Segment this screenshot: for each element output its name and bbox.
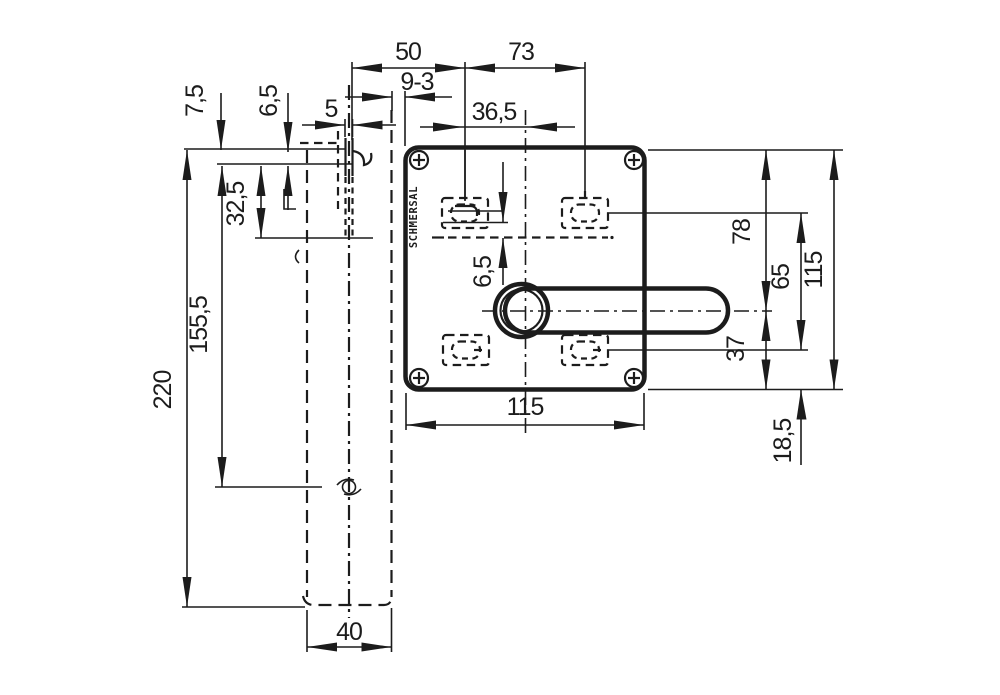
screw-icon — [623, 367, 645, 389]
keyhole-symbol — [336, 478, 362, 496]
dimension-lines — [182, 63, 839, 652]
dim-label-65: 65 — [767, 264, 795, 290]
actuator-slot-detail — [443, 150, 508, 224]
dim-label-9-3: 9-3 — [400, 68, 433, 96]
dim-label-32-5: 32,5 — [222, 182, 250, 227]
dim-label-37: 37 — [722, 336, 750, 362]
contact-block-symbol — [560, 191, 610, 230]
screw-icon — [623, 149, 645, 171]
actuator-top-detail — [184, 138, 373, 264]
screw-icon — [408, 149, 430, 171]
dim-label-7-5: 7,5 — [181, 85, 209, 117]
extension-lines — [182, 62, 843, 652]
handle-lever — [502, 286, 731, 335]
dim-label-50: 50 — [395, 38, 421, 66]
dim-label-5: 5 — [325, 95, 338, 123]
contact-row-centerline — [432, 235, 614, 240]
handle-pivot — [492, 281, 551, 340]
dim-label-73: 73 — [508, 38, 534, 66]
dim-label-36-5: 36,5 — [472, 98, 517, 126]
dimension-labels: 50 73 9-3 5 36,5 7,5 6,5 32,5 155,5 220 … — [149, 38, 828, 646]
contact-block-symbol — [440, 196, 490, 230]
actuator-outline-dashed — [300, 85, 393, 618]
dim-label-6-5-left: 6,5 — [255, 85, 283, 117]
contact-block-symbol — [441, 333, 491, 367]
dim-label-78: 78 — [728, 219, 756, 245]
dim-label-40: 40 — [336, 618, 362, 646]
schmersal-logo-text: SCHMERSAL — [408, 186, 420, 248]
dim-label-155-5: 155,5 — [185, 296, 213, 354]
operating-handle — [492, 281, 731, 340]
dim-label-115-right: 115 — [800, 251, 828, 288]
dim-label-220: 220 — [149, 371, 177, 410]
contact-block-symbol — [560, 333, 610, 367]
screw-icon — [408, 367, 430, 389]
dim-label-18-5: 18,5 — [769, 419, 797, 464]
dim-label-115-bottom: 115 — [507, 393, 544, 421]
dim-label-6-5-inner: 6,5 — [469, 256, 497, 288]
